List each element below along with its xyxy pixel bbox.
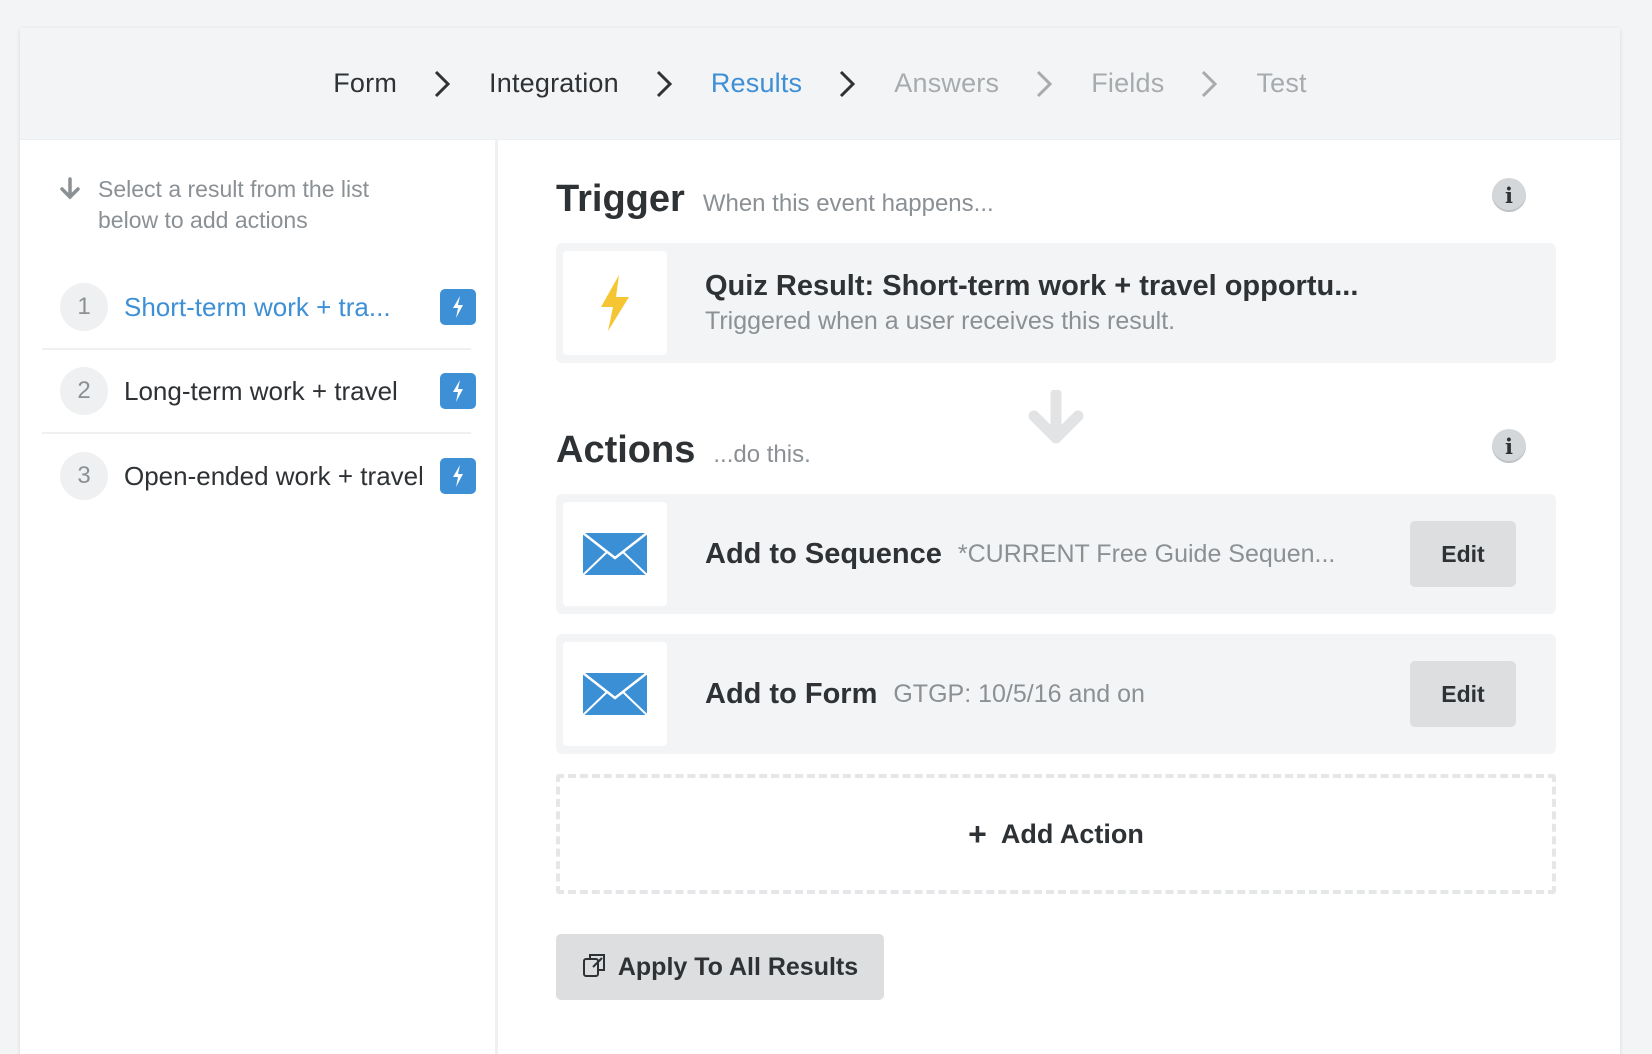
info-icon[interactable]: i xyxy=(1492,178,1526,212)
section-subtitle: When this event happens... xyxy=(702,190,994,217)
result-list: 1 Short-term work + tra... 2 Long-term w… xyxy=(42,266,476,518)
add-action-label: Add Action xyxy=(1000,818,1144,849)
lightning-icon xyxy=(440,458,476,494)
step-test[interactable]: Test xyxy=(1256,68,1306,99)
copy-icon xyxy=(582,952,608,983)
actions-heading: Actions ...do this. i xyxy=(556,429,1556,472)
section-title: Actions xyxy=(556,429,696,471)
result-name: Long-term work + travel xyxy=(124,375,398,406)
step-label: Form xyxy=(333,68,398,98)
chevron-right-icon xyxy=(838,69,858,99)
result-item[interactable]: 2 Long-term work + travel xyxy=(42,350,476,434)
chevron-right-icon xyxy=(1200,69,1220,99)
step-label: Fields xyxy=(1091,68,1165,98)
info-icon[interactable]: i xyxy=(1492,429,1526,463)
result-number: 2 xyxy=(60,367,108,415)
trigger-description: Triggered when a user receives this resu… xyxy=(705,307,1176,335)
action-detail: *CURRENT Free Guide Sequen... xyxy=(957,539,1336,568)
chevron-right-icon xyxy=(433,69,453,99)
step-label: Results xyxy=(710,68,803,98)
hint-line: below to add actions xyxy=(98,207,308,233)
add-action-button[interactable]: + Add Action xyxy=(556,774,1556,894)
step-integration[interactable]: Integration xyxy=(489,68,619,99)
integration-card: Form Integration Results Answers Fields xyxy=(20,28,1620,1054)
lightning-icon xyxy=(440,373,476,409)
step-label: Answers xyxy=(894,68,1000,98)
action-title: Add to Form xyxy=(705,677,878,710)
chevron-right-icon xyxy=(655,69,675,99)
workflow-panel: Trigger When this event happens... i Qui… xyxy=(498,140,1620,1054)
result-item[interactable]: 1 Short-term work + tra... xyxy=(42,266,476,350)
action-detail: GTGP: 10/5/16 and on xyxy=(893,679,1145,708)
arrow-down-icon xyxy=(1026,388,1086,455)
step-fields[interactable]: Fields xyxy=(1091,68,1164,99)
edit-button[interactable]: Edit xyxy=(1410,661,1516,727)
chevron-right-icon xyxy=(1035,69,1055,99)
section-title: Trigger xyxy=(556,178,685,220)
step-label: Integration xyxy=(489,68,619,98)
hint-line: Select a result from the list xyxy=(98,176,369,202)
envelope-icon xyxy=(563,502,667,606)
action-title: Add to Sequence xyxy=(705,537,942,570)
result-name: Open-ended work + travel xyxy=(124,460,422,491)
edit-button[interactable]: Edit xyxy=(1410,521,1516,587)
step-label: Test xyxy=(1256,68,1307,98)
results-sidebar: Select a result from the list below to a… xyxy=(20,140,498,1054)
envelope-icon xyxy=(563,642,667,746)
trigger-heading: Trigger When this event happens... i xyxy=(556,178,1556,221)
trigger-title: Quiz Result: Short-term work + travel op… xyxy=(705,270,1359,302)
plus-icon: + xyxy=(968,815,987,852)
sidebar-hint: Select a result from the list below to a… xyxy=(42,174,471,236)
lightning-icon xyxy=(563,251,667,355)
arrow-down-icon xyxy=(58,174,84,206)
step-results[interactable]: Results xyxy=(711,68,802,99)
result-item[interactable]: 3 Open-ended work + travel xyxy=(42,434,476,518)
apply-label: Apply To All Results xyxy=(617,952,859,981)
result-number: 1 xyxy=(60,283,108,331)
step-answers[interactable]: Answers xyxy=(894,68,999,99)
result-name: Short-term work + tra... xyxy=(124,291,391,322)
trigger-card[interactable]: Quiz Result: Short-term work + travel op… xyxy=(556,243,1556,363)
apply-to-all-button[interactable]: Apply To All Results xyxy=(556,934,884,1000)
wizard-steps: Form Integration Results Answers Fields xyxy=(20,28,1620,140)
action-card[interactable]: Add to Sequence *CURRENT Free Guide Sequ… xyxy=(556,494,1556,614)
lightning-icon xyxy=(440,289,476,325)
section-subtitle: ...do this. xyxy=(713,441,811,468)
step-form[interactable]: Form xyxy=(333,68,397,99)
action-card[interactable]: Add to Form GTGP: 10/5/16 and on Edit xyxy=(556,634,1556,754)
result-number: 3 xyxy=(60,452,108,500)
